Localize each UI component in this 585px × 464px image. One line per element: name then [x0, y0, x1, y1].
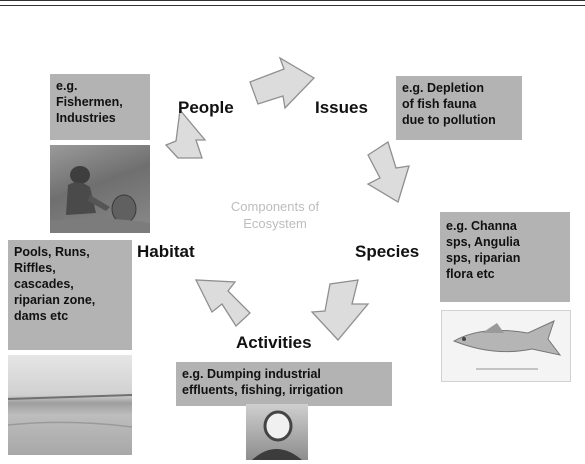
people-example-line-3: Industries	[56, 111, 116, 125]
node-activities: Activities	[236, 333, 312, 352]
top-border	[0, 0, 585, 6]
issues-example-line-3: due to pollution	[402, 113, 496, 127]
issues-example-line-2: of fish fauna	[402, 97, 477, 111]
fisherman-photo	[50, 145, 150, 233]
habitat-example-line-3: cascades,	[14, 277, 74, 291]
activities-example-line-2: effluents, fishing, irrigation	[182, 383, 344, 397]
node-people: People	[178, 98, 234, 117]
arrow-activities-to-habitat	[194, 279, 251, 328]
center-label-line-2: Ecosystem	[243, 216, 307, 231]
arrow-habitat-to-people	[164, 108, 207, 159]
river-landscape-photo	[8, 355, 132, 455]
arrow-people-to-issues	[249, 56, 316, 110]
people-example-line-2: Fishermen,	[56, 95, 123, 109]
people-example-line-1: e.g.	[56, 79, 78, 93]
node-habitat: Habitat	[137, 242, 195, 261]
center-label-line-1: Components of	[230, 199, 320, 214]
habitat-example-line-4: riparian zone,	[14, 293, 96, 307]
activities-example-line-1: e.g. Dumping industrial	[182, 367, 321, 381]
habitat-example-line-5: dams etc	[14, 309, 69, 323]
fish-illustration	[441, 310, 571, 382]
node-issues: Issues	[315, 98, 368, 117]
issues-example-line-1: e.g. Depletion	[402, 81, 484, 95]
people-example-box: e.g. Fishermen, Industries	[50, 74, 150, 140]
species-example-line-3: sps, riparian	[446, 251, 521, 265]
center-label: Components of Ecosystem	[205, 198, 345, 232]
person-at-water-photo	[246, 404, 308, 460]
habitat-example-line-1: Pools, Runs,	[14, 245, 90, 259]
species-example-line-2: sps, Angulia	[446, 235, 520, 249]
arrow-species-to-activities	[310, 279, 370, 341]
habitat-example-line-2: Riffles,	[14, 261, 56, 275]
species-example-box: e.g. Channa sps, Angulia sps, riparian f…	[440, 212, 570, 302]
species-example-line-4: flora etc	[446, 267, 495, 281]
node-species: Species	[355, 242, 420, 261]
species-example-line-1: e.g. Channa	[446, 219, 517, 233]
habitat-example-box: Pools, Runs, Riffles, cascades, riparian…	[8, 240, 132, 350]
arrow-issues-to-species	[366, 140, 410, 203]
activities-example-box: e.g. Dumping industrial effluents, fishi…	[176, 362, 392, 406]
issues-example-box: e.g. Depletion of fish fauna due to poll…	[396, 76, 522, 140]
